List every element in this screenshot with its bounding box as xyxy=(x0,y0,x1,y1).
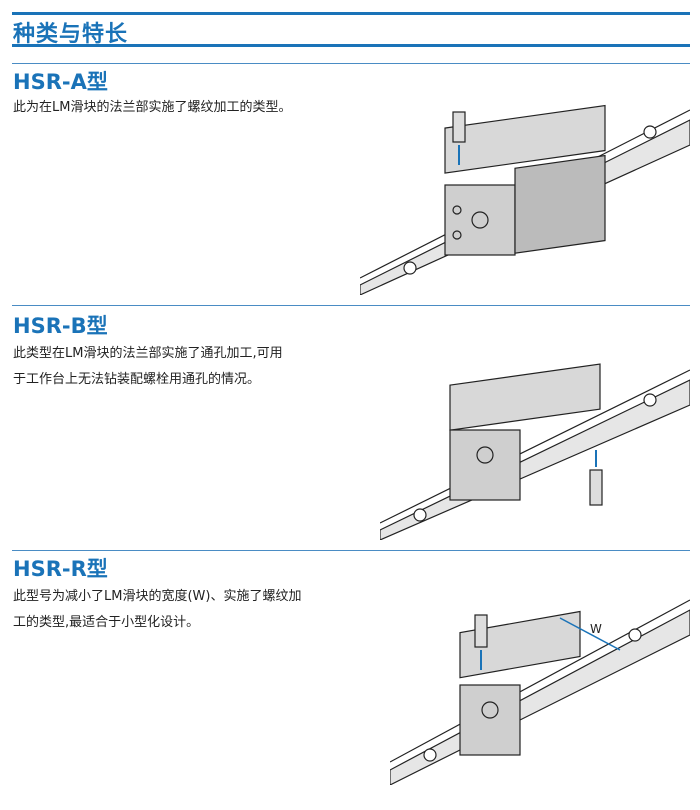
section-desc-hsr-b: 此类型在LM滑块的法兰部实施了通孔加工,可用 于工作台上无法钻装配螺栓用通孔的情… xyxy=(13,341,348,393)
page-title: 种类与特长 xyxy=(13,22,129,47)
hsr-a-illustration xyxy=(360,104,690,295)
desc-line: 此型号为减小了LM滑块的宽度(W)、实施了螺纹加 xyxy=(13,589,302,604)
title-bottom-rule xyxy=(12,44,690,47)
section-heading-hsr-b: HSR-B型 xyxy=(13,314,108,338)
section-desc-hsr-a: 此为在LM滑块的法兰部实施了螺纹加工的类型。 xyxy=(13,95,348,121)
title-top-rule xyxy=(12,12,690,15)
section-rule xyxy=(12,305,690,306)
section-desc-hsr-r: 此型号为减小了LM滑块的宽度(W)、实施了螺纹加 工的类型,最适合于小型化设计。 xyxy=(13,584,348,636)
section-heading-hsr-a: HSR-A型 xyxy=(13,70,108,94)
desc-line: 此为在LM滑块的法兰部实施了螺纹加工的类型。 xyxy=(13,100,292,115)
hsr-b-illustration xyxy=(380,363,690,540)
section-rule xyxy=(12,550,690,551)
desc-line: 工的类型,最适合于小型化设计。 xyxy=(13,615,200,630)
section-rule xyxy=(12,63,690,64)
desc-line: 此类型在LM滑块的法兰部实施了通孔加工,可用 xyxy=(13,346,283,361)
desc-line: 于工作台上无法钻装配螺栓用通孔的情况。 xyxy=(13,372,261,387)
width-dimension-label: W xyxy=(590,622,602,636)
section-heading-hsr-r: HSR-R型 xyxy=(13,557,108,581)
hsr-r-illustration xyxy=(390,599,690,785)
